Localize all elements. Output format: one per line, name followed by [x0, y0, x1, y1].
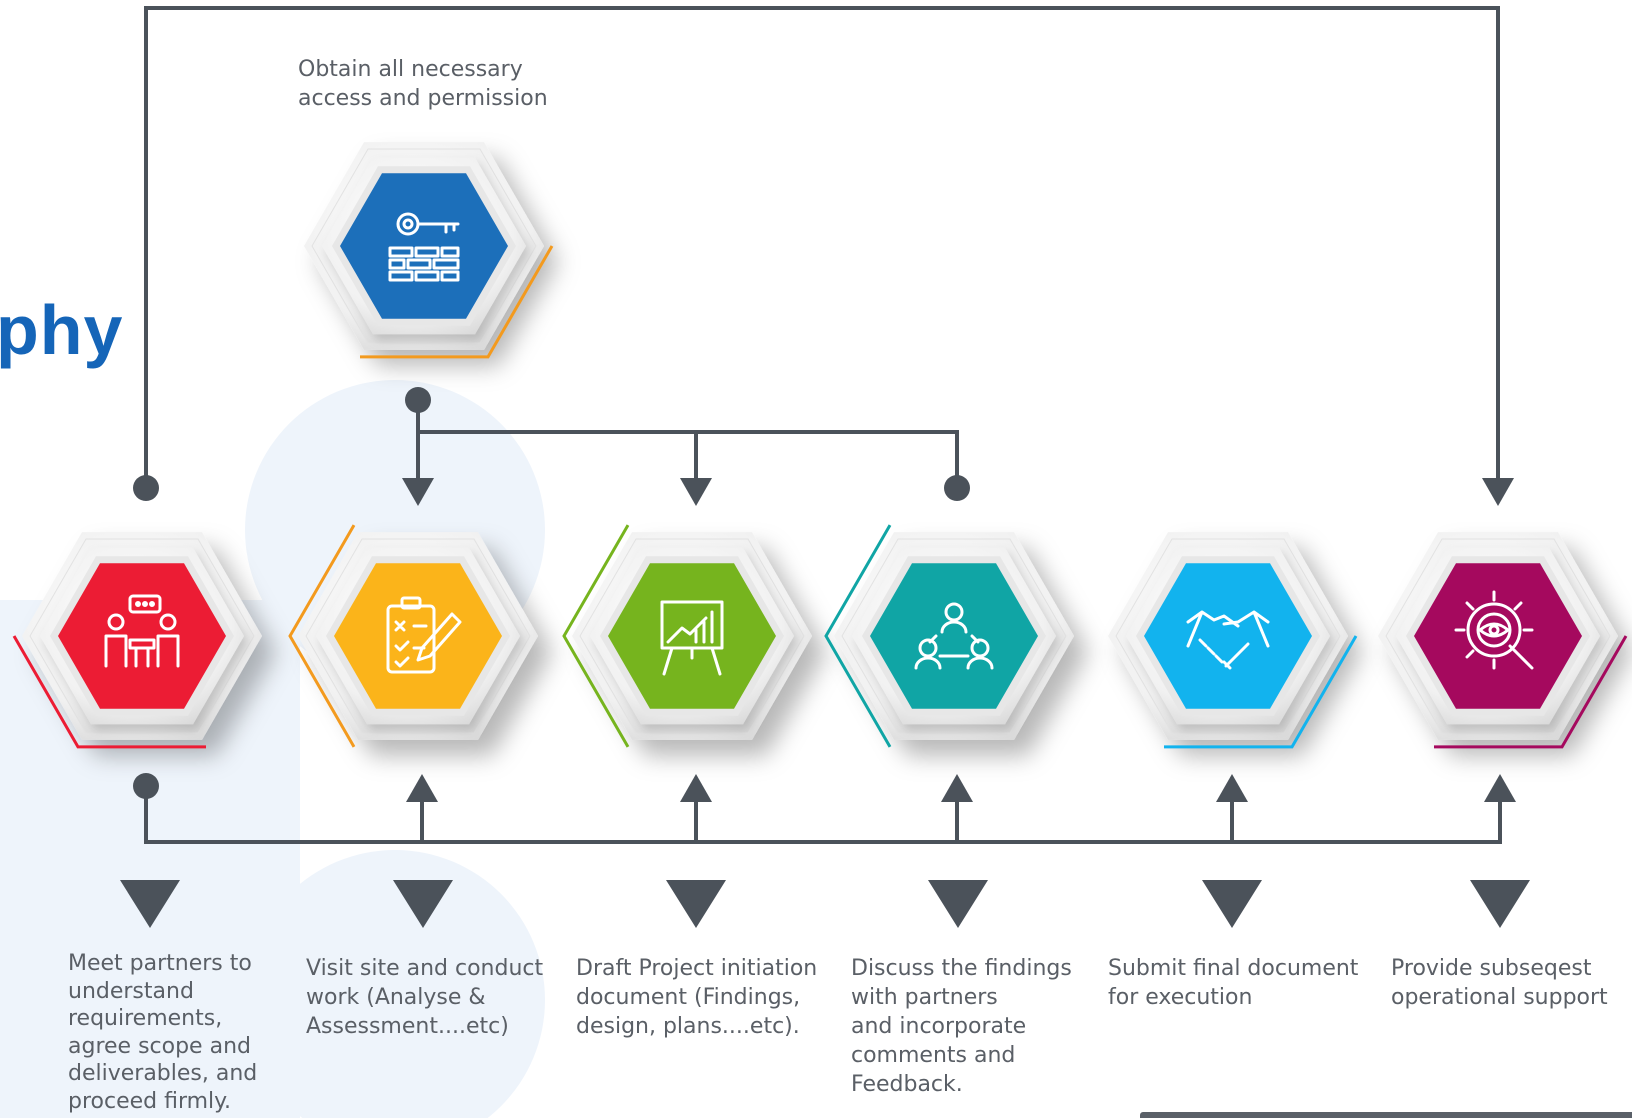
presentation-chart-icon [660, 600, 724, 676]
step-label-3: Draft Project initiation document (Findi… [576, 956, 818, 1039]
step-label-6: Provide subseqest operational support [1391, 956, 1608, 1010]
handshake-icon [1186, 610, 1270, 670]
connector-dot [944, 475, 970, 501]
key-firewall-icon [388, 212, 460, 282]
arrow-up [1484, 774, 1516, 802]
arrow-down [1482, 478, 1514, 506]
label-pointer [393, 880, 453, 928]
label-pointer [1470, 880, 1530, 928]
step-label-2: Visit site and conduct work (Analyse & A… [306, 956, 544, 1039]
step-hexagon [304, 142, 554, 359]
step-hexagon [12, 532, 262, 749]
footer-bar [1140, 1112, 1632, 1118]
label-pointer [120, 880, 180, 928]
clipboard-checklist-icon [386, 596, 462, 674]
arrow-up [406, 774, 438, 802]
label-pointer [928, 880, 988, 928]
step-label-1: Meet partners to understand requirements… [68, 951, 258, 1114]
arrow-down [402, 478, 434, 506]
step-label-4: Discuss the findings with partners and i… [851, 956, 1072, 1097]
step-hexagon [1108, 532, 1358, 749]
arrow-up [941, 774, 973, 802]
connector-lines [144, 6, 1502, 844]
connector-dot [405, 387, 431, 413]
meeting-icon [104, 594, 180, 668]
connector-dot [133, 773, 159, 799]
arrow-down [680, 478, 712, 506]
step-label-5: Submit final document for execution [1108, 956, 1359, 1010]
label-pointer [1202, 880, 1262, 928]
team-network-icon [914, 602, 994, 670]
step-hexagon [824, 524, 1074, 748]
arrow-up [680, 774, 712, 802]
step-hexagon [562, 524, 812, 748]
label-pointer [666, 880, 726, 928]
page-title-fragment: phy [0, 291, 124, 369]
gear-eye-magnifier-icon [1454, 590, 1534, 670]
step-hexagon [1378, 532, 1628, 749]
connector-markers [120, 387, 1530, 928]
arrow-up [1216, 774, 1248, 802]
step-hexagon [288, 524, 538, 748]
top-step-label: Obtain all necessary access and permissi… [298, 57, 548, 111]
connector-dot [133, 475, 159, 501]
